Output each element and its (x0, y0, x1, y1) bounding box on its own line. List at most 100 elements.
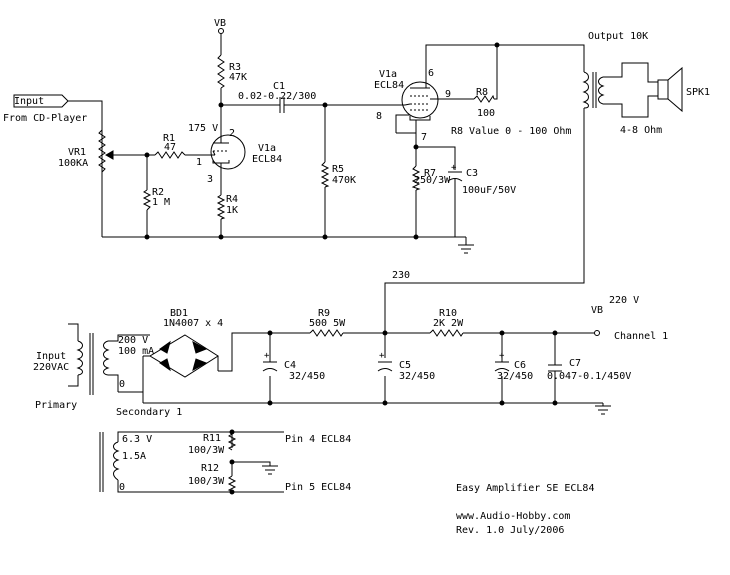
c4-plus: + (264, 351, 270, 361)
r1-value: 47 (164, 142, 176, 153)
c6-label: C6 (514, 360, 526, 371)
r4-value: 1K (226, 205, 238, 216)
pin2-label: 2 (229, 128, 235, 139)
triode-tube-v1a (210, 133, 246, 172)
ground-symbol-3 (262, 465, 278, 475)
r12-resistor (227, 475, 237, 492)
fil-0-label: 0 (119, 482, 125, 493)
r10-resistor (429, 329, 464, 337)
sec-0-label: 0 (119, 379, 125, 390)
bridge-rectifier-bd1 (143, 334, 219, 378)
pin3-label: 3 (207, 174, 213, 185)
r1-resistor (154, 151, 186, 159)
ecl84-right-label: ECL84 (374, 80, 404, 91)
c7-value: 0.047-0.1/450V (547, 371, 631, 382)
fil-63v-label: 6.3 V (122, 434, 152, 445)
r7-resistor (411, 165, 421, 191)
sec-200v-label: 200 V (118, 335, 148, 346)
pin7-label: 7 (421, 132, 427, 143)
c6-capacitor (494, 361, 510, 372)
ground-symbol-1 (458, 244, 474, 254)
r1-label: R1 (163, 133, 175, 144)
pin9-label: 9 (445, 89, 451, 100)
ground-symbol-2 (595, 405, 611, 415)
c4-value: 32/450 (289, 371, 325, 382)
c7-capacitor (548, 364, 562, 372)
r11-resistor (227, 433, 237, 451)
r4-resistor (216, 194, 226, 220)
c3-capacitor (447, 171, 463, 185)
r5-value: 470K (332, 175, 356, 186)
r2-resistor (142, 189, 152, 211)
ecl84-left-label: ECL84 (252, 154, 282, 165)
vr1-label: VR1 (68, 147, 86, 158)
pentode-tube-v1a (401, 77, 439, 121)
vb-right-label: VB (591, 305, 603, 316)
r12-label: R12 (201, 463, 219, 474)
sec-100ma-label: 100 mA (118, 346, 154, 357)
r10-value: 2K 2W (433, 318, 464, 329)
c7-label: C7 (569, 358, 581, 369)
v220-label: 220 V (609, 295, 639, 306)
r2-label: R2 (152, 187, 164, 198)
r10-label: R10 (439, 308, 457, 319)
speaker-spk1 (657, 66, 683, 113)
r7-label: R7 (424, 168, 436, 179)
c6-plus: + (499, 351, 505, 361)
r8-value: 100 (477, 108, 495, 119)
voltage-175-label: 175 V (188, 123, 218, 134)
c4-capacitor (262, 361, 278, 372)
bd1-value: 1N4007 x 4 (163, 318, 223, 329)
pin8-label: 8 (376, 111, 382, 122)
vb-top-label: VB (214, 18, 226, 29)
r3-label: R3 (229, 62, 241, 73)
r9-value: 500 5W (309, 318, 346, 329)
c1-value: 0.02-0.22/300 (238, 91, 316, 102)
input-tag (13, 94, 69, 108)
r9-resistor (309, 329, 344, 337)
pin5-ecl84-label: Pin 5 ECL84 (285, 482, 351, 493)
vr1-value: 100KA (58, 158, 88, 169)
output-label: Output 10K (588, 31, 648, 42)
c1-capacitor (272, 97, 292, 113)
v1a-left-label: V1a (258, 143, 276, 154)
r7-value: 250/3W (414, 175, 451, 186)
r8-resistor (473, 94, 495, 103)
c5-label: C5 (399, 360, 411, 371)
r12-value: 100/3W (188, 476, 225, 487)
from-cd-label: From CD-Player (3, 113, 87, 124)
bd1-label: BD1 (170, 308, 188, 319)
r4-label: R4 (226, 194, 238, 205)
vr1-potentiometer (98, 129, 114, 173)
r8-range-label: R8 Value 0 - 100 Ohm (451, 126, 571, 137)
v1a-right-label: V1a (379, 69, 397, 80)
r11-value: 100/3W (188, 445, 225, 456)
spk-label: SPK1 (686, 87, 710, 98)
c5-value: 32/450 (399, 371, 435, 382)
pin1-label: 1 (196, 157, 202, 168)
output-transformer (582, 71, 605, 109)
vb-terminal-top (218, 28, 224, 34)
c5-capacitor (377, 361, 393, 372)
r8-label: R8 (476, 87, 488, 98)
c4-label: C4 (284, 360, 296, 371)
c3-plus: + (451, 163, 457, 173)
primary-label: Primary (35, 400, 77, 411)
r3-value: 47K (229, 72, 247, 83)
labels: VB R3 47K C1 0.02-0.22/300 175 V 2 V1a E… (3, 18, 710, 536)
c3-label: C3 (466, 168, 478, 179)
c6-value: 32/450 (497, 371, 533, 382)
c5-plus: + (379, 351, 385, 361)
revision-label: Rev. 1.0 July/2006 (456, 525, 564, 536)
wires (68, 33, 658, 493)
channel-label: Channel 1 (614, 331, 668, 342)
junction-dots (144, 42, 558, 495)
ohm-label: 4-8 Ohm (620, 125, 662, 136)
r11-label: R11 (203, 433, 221, 444)
filament-transformer (99, 432, 120, 492)
r3-resistor (217, 54, 225, 89)
website-label: www.Audio-Hobby.com (456, 511, 570, 522)
r9-label: R9 (318, 308, 330, 319)
